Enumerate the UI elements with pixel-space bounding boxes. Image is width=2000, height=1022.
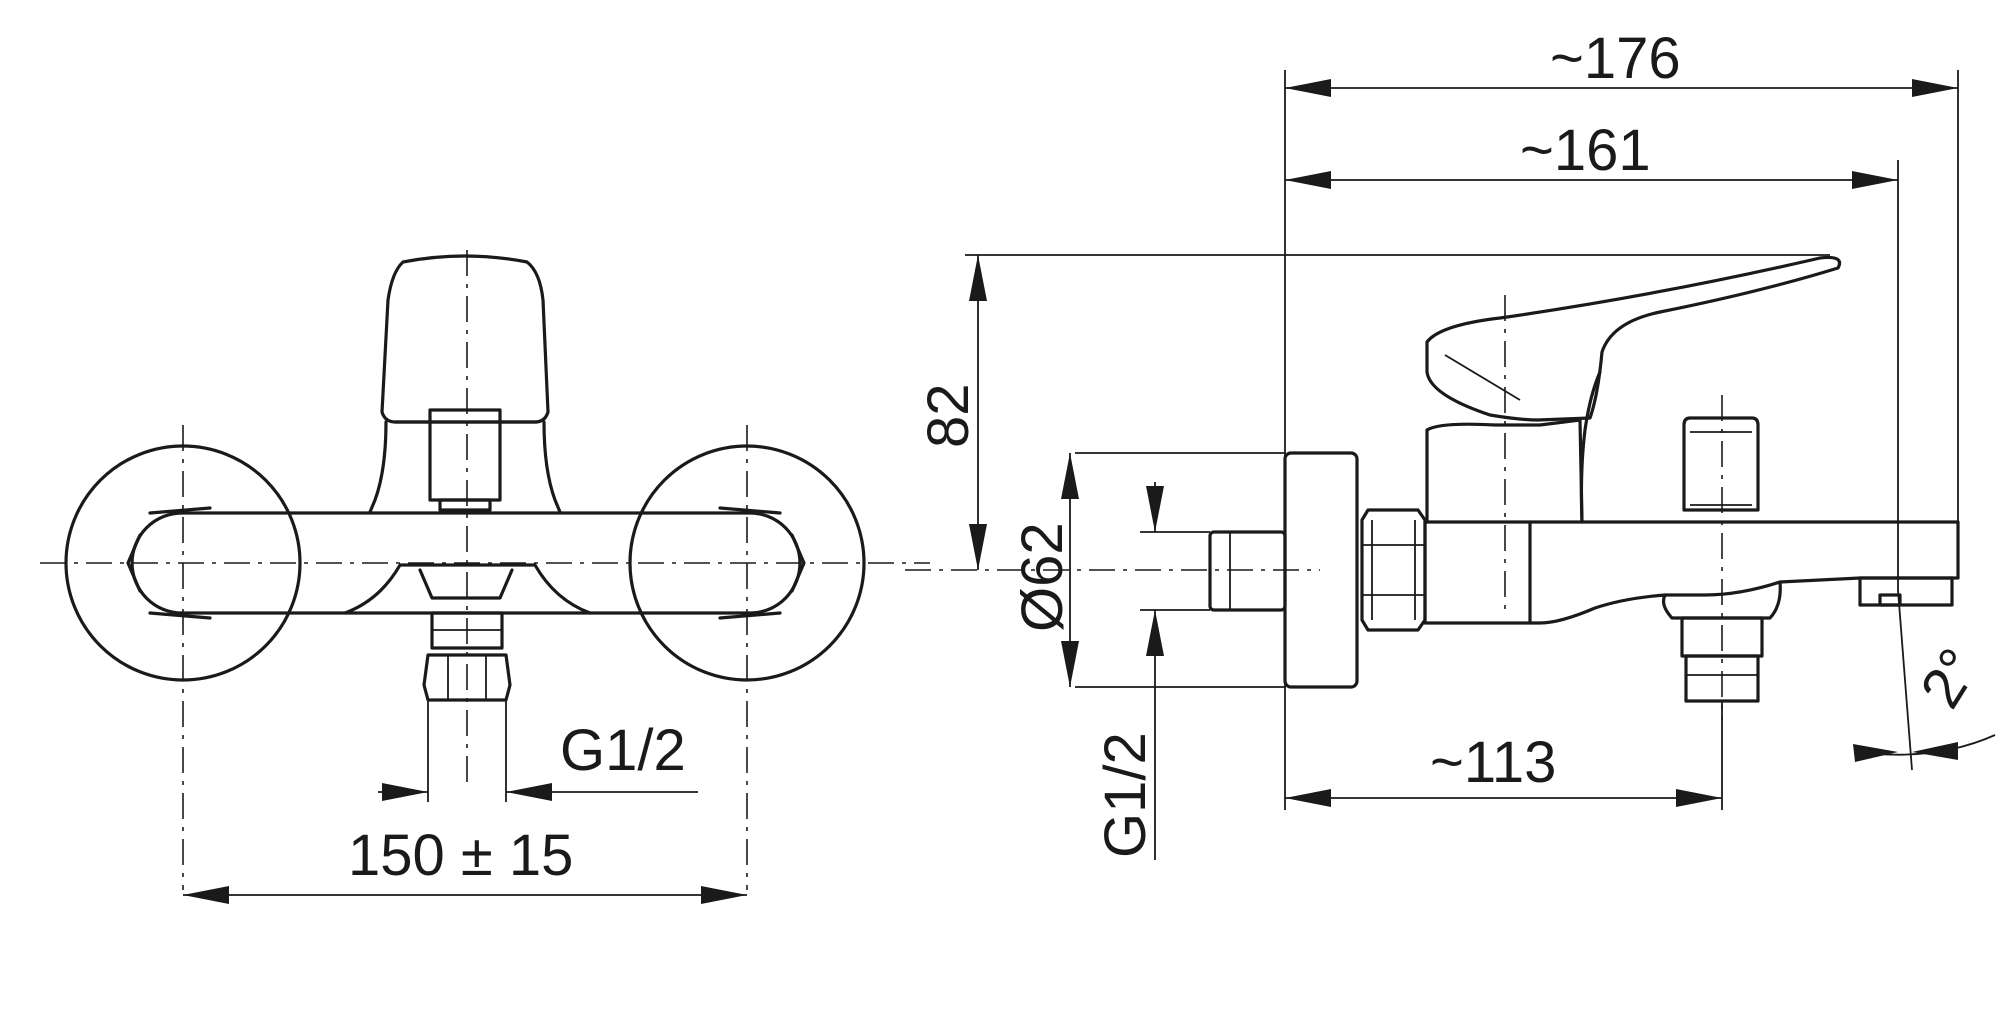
side-connection-dimension [1146,482,1164,860]
side-lever [1425,255,1842,422]
side-body-spout [1423,520,1960,625]
side-eccentric-connector [1208,530,1287,612]
front-diverter-knob [428,408,502,512]
side-height-dimension [969,255,987,570]
side-hex-nut [1360,508,1427,632]
side-spout-length-label: ~161 [1520,118,1651,183]
side-diverter-knob [1682,416,1760,512]
front-view: G1/2 150 ± 15 [40,250,930,904]
side-total-length-dimension [1285,79,1958,97]
front-center-distance-dimension [183,886,747,904]
front-center-distance-label: 150 ± 15 [348,823,573,888]
front-connection-dimension [378,700,698,802]
side-spout-angle-dimension [1853,589,1996,771]
side-spout-length-dimension [1285,171,1898,189]
side-outlet-distance-label: ~113 [1430,730,1556,795]
side-height-label: 82 [916,383,981,448]
front-right-rosette [628,444,866,682]
front-left-rosette [64,444,302,682]
front-mixer-body [126,506,806,620]
side-lower-outlet [1680,616,1764,703]
side-rosette-diameter-label: Ø62 [1010,522,1075,632]
side-lever-housing [1425,370,1602,524]
front-connection-label: G1/2 [560,718,686,783]
side-spout-angle-label: 2° [1908,637,1993,718]
side-aerator [1858,576,1954,607]
side-outlet-distance-dimension [1285,789,1722,807]
front-lever-handle [368,254,562,514]
side-total-length-label: ~176 [1550,26,1681,91]
front-outlet [343,563,592,702]
side-connection-label: G1/2 [1093,732,1158,858]
side-rosette-diameter-dimension [1061,453,1079,687]
side-view: ~176 ~161 82 Ø62 G1/2 [905,26,1996,860]
